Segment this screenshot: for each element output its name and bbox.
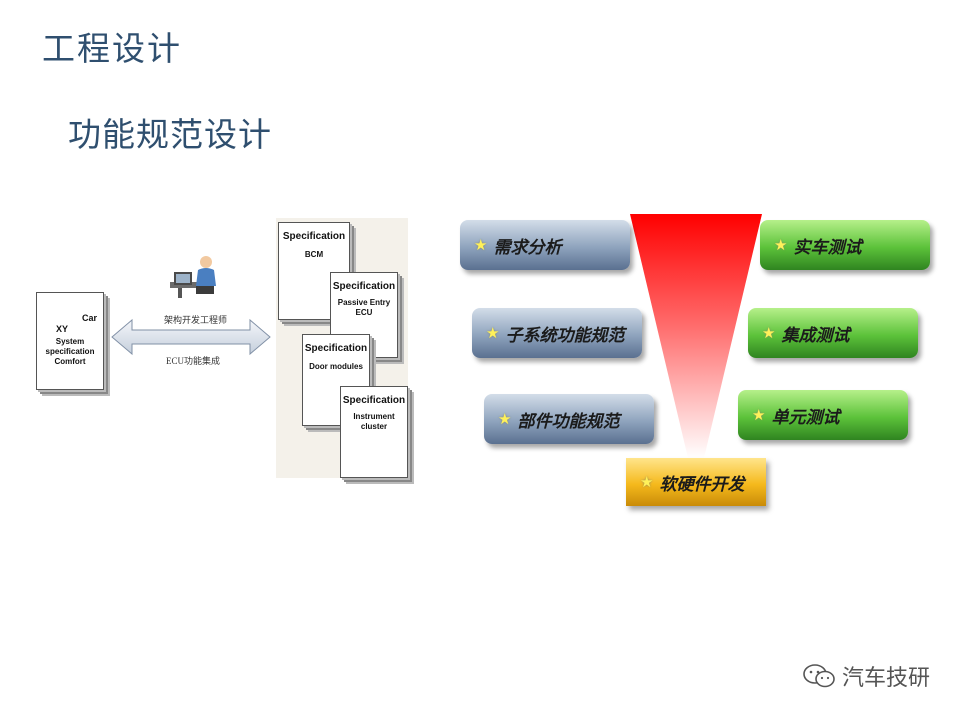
car-doc-line1: Car xyxy=(81,313,97,323)
watermark: 汽车技研 xyxy=(802,660,930,692)
v-left-item: ★ 部件功能规范 xyxy=(484,394,654,444)
v-right-label: 单元测试 xyxy=(771,407,840,428)
star-icon: ★ xyxy=(640,473,654,491)
v-left-item: ★ 需求分析 xyxy=(460,220,630,270)
slide-title: 工程设计 xyxy=(42,29,182,68)
car-doc-line3: System xyxy=(55,337,85,346)
slide-subtitle: 功能规范设计 xyxy=(68,115,272,154)
star-icon: ★ xyxy=(474,236,488,254)
v-bottom-item: ★ 软硬件开发 xyxy=(626,458,766,506)
spec-doc-instrument-cluster: Specification Instrument cluster xyxy=(340,386,408,478)
v-right-item: ★ 实车测试 xyxy=(760,220,930,270)
funnel-shape xyxy=(630,214,762,458)
star-icon: ★ xyxy=(774,236,788,254)
watermark-text: 汽车技研 xyxy=(841,666,930,691)
wechat-icon xyxy=(803,664,835,688)
star-icon: ★ xyxy=(498,410,512,428)
engineer-label: 架构开发工程师 xyxy=(164,315,228,325)
spec-sub: BCM xyxy=(304,250,324,259)
v-left-label: 部件功能规范 xyxy=(517,411,620,432)
star-icon: ★ xyxy=(752,406,766,424)
v-left-label: 需求分析 xyxy=(493,237,562,258)
star-icon: ★ xyxy=(486,324,500,342)
double-arrow-icon xyxy=(111,318,271,356)
spec-heading: Specification xyxy=(342,395,406,406)
car-doc-line2: XY xyxy=(55,324,68,334)
spec-heading: Specification xyxy=(332,281,396,292)
v-left-label: 子系统功能规范 xyxy=(505,325,625,346)
spec-sub: Instrument cluster xyxy=(353,412,395,431)
star-icon: ★ xyxy=(762,324,776,342)
ecu-label: ECU功能集成 xyxy=(166,356,221,366)
v-right-item: ★ 单元测试 xyxy=(738,390,908,440)
spec-sub: Door modules xyxy=(309,362,363,371)
car-doc-line4: specification xyxy=(45,347,95,356)
car-spec-document: Car XY System specification Comfort xyxy=(36,292,104,390)
car-doc-line5: Comfort xyxy=(54,357,86,366)
spec-heading: Specification xyxy=(282,231,346,242)
spec-heading: Specification xyxy=(304,343,368,354)
v-left-item: ★ 子系统功能规范 xyxy=(472,308,642,358)
spec-sub: Passive Entry ECU xyxy=(337,298,391,317)
v-right-label: 集成测试 xyxy=(781,325,850,346)
engineer-icon xyxy=(170,256,216,298)
v-right-label: 实车测试 xyxy=(793,237,862,258)
v-right-item: ★ 集成测试 xyxy=(748,308,918,358)
v-bottom-label: 软硬件开发 xyxy=(659,474,745,495)
